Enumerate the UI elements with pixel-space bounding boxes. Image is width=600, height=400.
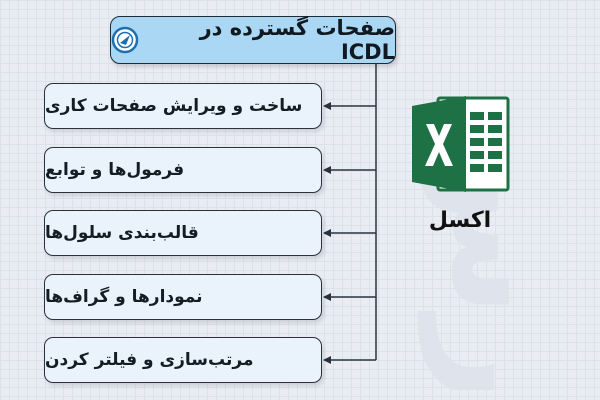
topic-box-formatting: قالب‌بندی سلول‌ها (44, 210, 322, 256)
topic-box-sorting: مرتب‌سازی و فیلتر کردن (44, 337, 322, 383)
topic-label: قالب‌بندی سلول‌ها (45, 223, 199, 243)
topic-label: فرمول‌ها و توابع (45, 160, 185, 180)
diagram-title: صفحات گسترده در ICDL (199, 16, 395, 64)
title-box: صفحات گسترده در ICDL (110, 16, 396, 64)
topic-label: ساخت و ویرایش صفحات کاری (45, 96, 303, 116)
topic-label: نمودارها و گراف‌ها (45, 287, 203, 307)
topic-box-charts: نمودارها و گراف‌ها (44, 274, 322, 320)
excel-icon (412, 96, 510, 192)
topic-box-worksheets: ساخت و ویرایش صفحات کاری (44, 83, 322, 129)
icdl-logo-icon (111, 26, 139, 54)
topic-label: مرتب‌سازی و فیلتر کردن (45, 350, 254, 370)
excel-label: اکسل (428, 208, 492, 233)
topic-box-formulas: فرمول‌ها و توابع (44, 147, 322, 193)
